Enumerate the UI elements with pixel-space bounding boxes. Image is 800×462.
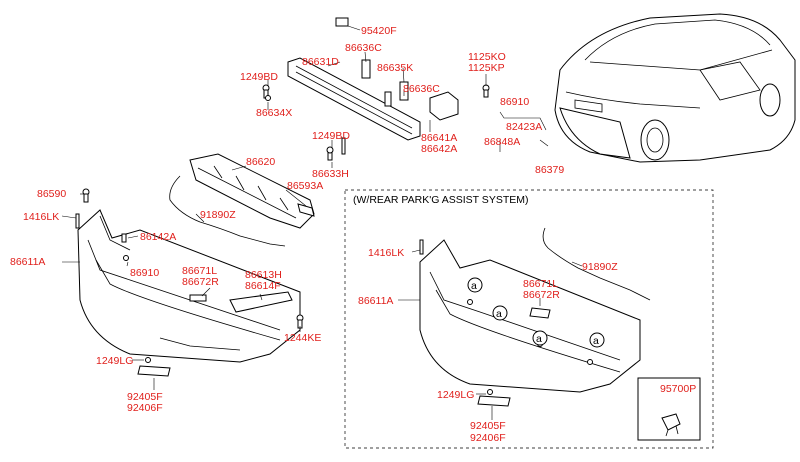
label-86641A: 86641A — [421, 132, 457, 144]
label-92405F: 92405F — [470, 420, 506, 432]
label-86635K: 86635K — [377, 62, 413, 74]
car-illustration — [554, 13, 796, 163]
label-86613H: 86613H — [245, 269, 282, 281]
part-labels: 95420F 86631D 86636C 86635K 86636C 1125K… — [10, 25, 696, 444]
label-92406F: 92406F — [127, 402, 163, 414]
label-1416LK: 1416LK — [368, 247, 404, 259]
label-1125KO: 1125KO — [468, 51, 506, 63]
label-92406F: 92406F — [470, 432, 506, 444]
label-1416LK: 1416LK — [23, 211, 59, 223]
label-1249BD: 1249BD — [240, 71, 278, 83]
box-title: (W/REAR PARK'G ASSIST SYSTEM) — [353, 194, 528, 206]
label-86590: 86590 — [37, 188, 66, 200]
rear-park-assist-box — [344, 189, 714, 449]
back-beam — [262, 17, 490, 161]
label-95420F: 95420F — [361, 25, 397, 37]
label-86634X: 86634X — [256, 107, 292, 119]
bumper-cover-left — [75, 188, 304, 377]
label-86642A: 86642A — [421, 143, 457, 155]
label-86672R: 86672R — [523, 289, 560, 301]
label-1249BD: 1249BD — [312, 130, 350, 142]
wiring-harness-right — [542, 227, 651, 301]
label-86672R: 86672R — [182, 276, 219, 288]
label-91890Z: 91890Z — [582, 261, 618, 273]
label-95700P: 95700P — [660, 383, 696, 395]
label-86848A: 86848A — [484, 136, 520, 148]
callout-letter: a — [471, 280, 477, 292]
callout-letter: a — [593, 335, 599, 347]
label-86636C: 86636C — [345, 42, 382, 54]
label-92405F: 92405F — [127, 391, 163, 403]
label-86611A: 86611A — [358, 295, 393, 307]
label-86593A: 86593A — [287, 180, 323, 192]
label-1249LG: 1249LG — [96, 355, 133, 367]
energy-absorber — [189, 153, 315, 229]
wiring-harness-left — [169, 175, 286, 247]
label-86671L: 86671L — [182, 265, 217, 277]
label-91890Z: 91890Z — [200, 209, 236, 221]
sensor-inset — [637, 377, 701, 441]
label-1249LG: 1249LG — [437, 389, 474, 401]
label-86910: 86910 — [130, 267, 159, 279]
label-86633H: 86633H — [312, 168, 349, 180]
label-86910: 86910 — [500, 96, 529, 108]
label-1125KP: 1125KP — [468, 62, 505, 74]
label-86671L: 86671L — [523, 278, 558, 290]
label-86614F: 86614F — [245, 280, 281, 292]
label-86611A: 86611A — [10, 256, 45, 268]
label-86379: 86379 — [535, 164, 564, 176]
label-86636C: 86636C — [403, 83, 440, 95]
label-82423A: 82423A — [506, 121, 542, 133]
label-1244KE: 1244KE — [284, 332, 321, 344]
label-86631D: 86631D — [302, 56, 339, 68]
callout-letter: a — [496, 308, 502, 320]
label-86620: 86620 — [246, 156, 275, 168]
callout-letter: a — [536, 333, 542, 345]
leader-lines — [61, 25, 583, 420]
label-86142A: 86142A — [140, 231, 176, 243]
